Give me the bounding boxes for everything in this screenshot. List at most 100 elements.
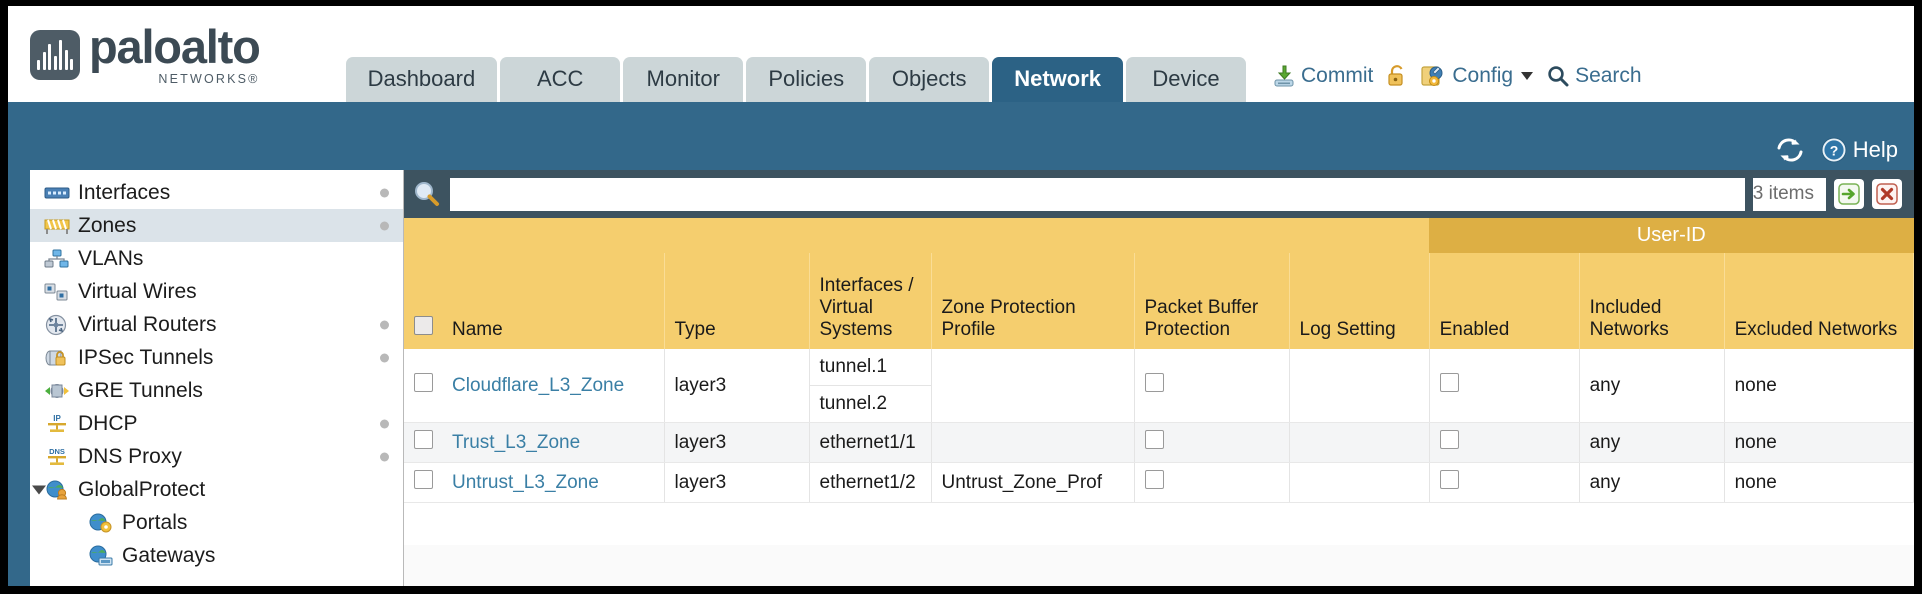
tab-acc[interactable]: ACC: [500, 57, 621, 102]
brand-name: paloalto: [89, 20, 261, 73]
userid-enabled-checkbox[interactable]: [1439, 430, 1459, 449]
vlans-icon: [44, 249, 74, 269]
clear-filter-button[interactable]: [1872, 179, 1902, 209]
tab-network[interactable]: Network: [992, 57, 1124, 102]
red-x-icon: [1876, 183, 1898, 205]
cell-interfaces: tunnel.1 tunnel.2: [809, 349, 932, 423]
filter-search-icon[interactable]: [412, 179, 442, 209]
packet-buffer-protection-checkbox[interactable]: [1144, 470, 1164, 489]
column-header-excluded-networks[interactable]: Excluded Networks: [1724, 253, 1914, 349]
expand-collapse-triangle-icon[interactable]: [32, 485, 46, 494]
column-header-zone-protection-profile[interactable]: Zone Protection Profile: [931, 253, 1135, 349]
zone-name-link[interactable]: Trust_L3_Zone: [452, 431, 581, 453]
cell-included-networks: any: [1579, 462, 1725, 503]
dhcp-icon: IP: [44, 413, 74, 435]
interfaces-icon: [44, 185, 74, 201]
sidebar-item-virtual-wires[interactable]: Virtual Wires: [30, 275, 403, 308]
row-select-cell: [404, 349, 442, 423]
help-button[interactable]: ? Help: [1821, 137, 1898, 163]
commit-button[interactable]: Commit: [1272, 64, 1373, 88]
search-button[interactable]: Search: [1546, 64, 1642, 88]
row-checkbox[interactable]: [414, 373, 433, 392]
sidebar-item-globalprotect[interactable]: GlobalProtect: [30, 473, 403, 506]
sidebar-item-dhcp[interactable]: IP DHCP: [30, 407, 403, 440]
sidebar-item-gateways[interactable]: Gateways: [30, 539, 403, 572]
commit-label: Commit: [1301, 64, 1374, 87]
config-menu[interactable]: Config: [1421, 64, 1534, 88]
cell-type: layer3: [664, 462, 810, 503]
cell-zone-protection-profile: [931, 349, 1135, 423]
zones-content-panel: 3 items: [404, 170, 1914, 586]
zones-table: User-ID Name Type Interfaces / Virtual S…: [404, 218, 1914, 545]
svg-text:?: ?: [1829, 143, 1838, 159]
cell-name: Trust_L3_Zone: [442, 422, 665, 463]
sidebar-item-label: VLANs: [78, 246, 144, 270]
column-header-interfaces[interactable]: Interfaces / Virtual Systems: [809, 253, 932, 349]
userid-enabled-checkbox[interactable]: [1439, 470, 1459, 489]
table-empty-filler-row: [404, 502, 1914, 545]
sidebar-item-label: Virtual Routers: [78, 312, 217, 336]
interface-entry: tunnel.1: [809, 349, 931, 386]
paloalto-logo-icon: [30, 29, 80, 80]
cell-packet-buffer-protection: [1134, 349, 1290, 423]
cell-zone-protection-profile: Untrust_Zone_Prof: [931, 462, 1135, 503]
header-actions: Commit Config: [1272, 64, 1642, 88]
interface-entry: tunnel.2: [819, 393, 888, 414]
cell-excluded-networks: none: [1724, 422, 1914, 463]
row-checkbox[interactable]: [414, 470, 433, 489]
search-icon: [1548, 66, 1569, 87]
sidebar-item-zones[interactable]: Zones: [30, 209, 403, 242]
sidebar-item-dns-proxy[interactable]: DNS DNS Proxy: [30, 440, 403, 473]
virtual-wires-icon: [44, 282, 74, 302]
sidebar-item-virtual-routers[interactable]: Virtual Routers: [30, 308, 403, 341]
sidebar-item-vlans[interactable]: VLANs: [30, 242, 403, 275]
column-header-included-networks[interactable]: Included Networks: [1579, 253, 1725, 349]
tab-dashboard[interactable]: Dashboard: [345, 57, 498, 102]
status-dot: [380, 452, 389, 461]
column-header-type[interactable]: Type: [664, 253, 810, 349]
column-header-log-setting[interactable]: Log Setting: [1289, 253, 1430, 349]
sidebar-item-label: Interfaces: [78, 180, 171, 204]
refresh-icon[interactable]: [1775, 136, 1805, 164]
gre-tunnels-icon: [44, 381, 74, 401]
sidebar-item-label: Portals: [122, 510, 188, 534]
tab-policies[interactable]: Policies: [746, 57, 867, 102]
userid-enabled-checkbox[interactable]: [1439, 373, 1459, 392]
config-label: Config: [1452, 64, 1514, 87]
sidebar-item-label: Virtual Wires: [78, 279, 197, 303]
cell-userid-enabled: [1429, 422, 1580, 463]
sidebar-item-interfaces[interactable]: Interfaces: [30, 176, 403, 209]
tab-monitor[interactable]: Monitor: [623, 57, 744, 102]
sub-toolbar-actions: ? Help: [1775, 136, 1898, 164]
table-row: Trust_L3_Zone layer3 ethernet1/1: [404, 422, 1914, 463]
svg-text:DNS: DNS: [49, 447, 65, 456]
tab-objects[interactable]: Objects: [869, 57, 990, 102]
row-checkbox[interactable]: [414, 430, 433, 449]
packet-buffer-protection-checkbox[interactable]: [1144, 373, 1164, 392]
lock-button[interactable]: [1386, 64, 1408, 88]
sidebar-item-label: GlobalProtect: [78, 477, 206, 501]
column-header-name[interactable]: Name: [442, 253, 665, 349]
cell-log-setting: [1289, 422, 1430, 463]
sidebar-item-portals[interactable]: Portals: [30, 506, 403, 539]
sub-toolbar: ? Help: [8, 102, 1914, 170]
zone-name-link[interactable]: Cloudflare_L3_Zone: [452, 374, 625, 396]
sidebar-item-ipsec-tunnels[interactable]: IPSec Tunnels: [30, 341, 403, 374]
sidebar-item-label: Zones: [78, 213, 137, 237]
select-all-checkbox[interactable]: [414, 316, 433, 335]
packet-buffer-protection-checkbox[interactable]: [1144, 430, 1164, 449]
zones-table-wrapper: User-ID Name Type Interfaces / Virtual S…: [404, 218, 1914, 586]
sidebar-item-label: Gateways: [122, 543, 216, 567]
svg-text:IP: IP: [53, 414, 61, 423]
userid-group-header: User-ID: [1429, 218, 1914, 253]
search-input[interactable]: [450, 177, 1745, 211]
sidebar-item-label: GRE Tunnels: [78, 378, 203, 402]
column-header-packet-buffer-protection[interactable]: Packet Buffer Protection: [1134, 253, 1290, 349]
tab-device[interactable]: Device: [1126, 57, 1247, 102]
sidebar-item-gre-tunnels[interactable]: GRE Tunnels: [30, 374, 403, 407]
apply-filter-button[interactable]: [1834, 179, 1864, 209]
cell-packet-buffer-protection: [1134, 462, 1290, 503]
column-header-enabled[interactable]: Enabled: [1429, 253, 1580, 349]
lock-icon: [1388, 65, 1403, 86]
zone-name-link[interactable]: Untrust_L3_Zone: [452, 471, 599, 493]
